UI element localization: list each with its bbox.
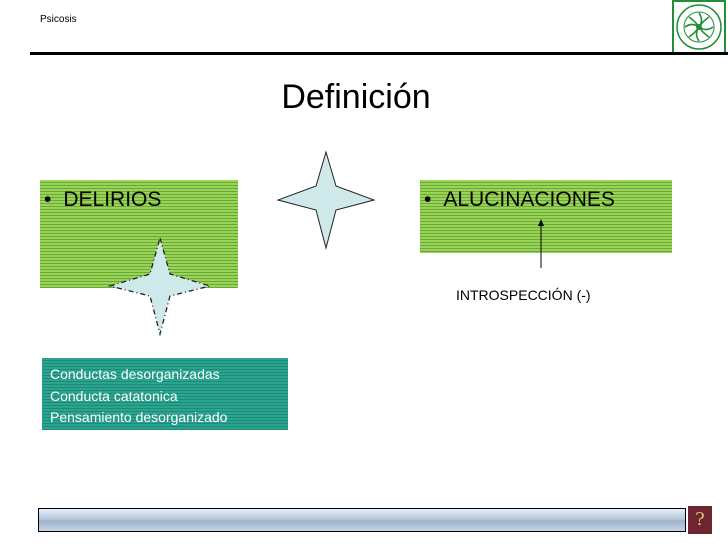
bullet-dot: • — [44, 188, 52, 211]
delirios-box — [40, 180, 238, 288]
bullet-alucinaciones-label: ALUCINACIONES — [443, 188, 615, 211]
university-seal-icon — [672, 0, 726, 54]
bullet-delirios-label: DELIRIOS — [63, 188, 162, 211]
footer-bar — [38, 508, 686, 532]
symptoms-box — [42, 358, 288, 430]
four-point-star-arrow-icon — [276, 150, 376, 250]
list-item: Pensamiento desorganizado — [50, 409, 228, 425]
list-item: Conducta catatonica — [50, 388, 178, 404]
four-point-star-arrow-icon — [108, 236, 212, 336]
bullet-dot: • — [424, 188, 432, 211]
bullet-delirios: • DELIRIOS — [44, 188, 161, 212]
alucinaciones-box — [420, 180, 672, 253]
help-icon[interactable]: ? — [688, 506, 712, 534]
list-item: Conductas desorganizadas — [50, 366, 220, 382]
up-arrow-icon — [538, 219, 544, 268]
bullet-alucinaciones: • ALUCINACIONES — [424, 188, 615, 212]
introspeccion-label: INTROSPECCIÓN (-) — [456, 287, 591, 303]
header-divider — [30, 52, 728, 55]
header-label: Psicosis — [40, 14, 77, 25]
slide-title: Definición — [281, 78, 431, 116]
